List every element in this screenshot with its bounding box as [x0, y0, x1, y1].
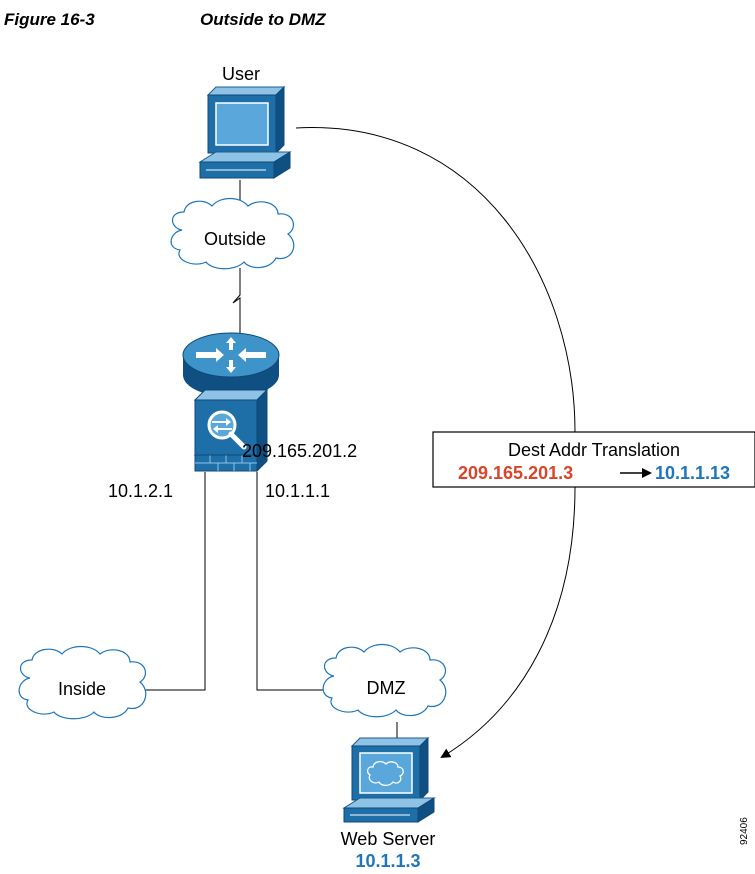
user-workstation-icon [198, 85, 292, 179]
translation-arrow-icon [620, 468, 652, 478]
outside-interface-ip: 209.165.201.2 [242, 441, 357, 461]
translation-box [432, 431, 755, 488]
web-server-ip: 10.1.1.3 [355, 851, 420, 871]
flow-arrow-user-to-translation [295, 127, 576, 433]
outside-cloud-icon [170, 197, 295, 270]
figure-number: Figure 16-3 [4, 10, 95, 29]
link-outside-router [232, 268, 241, 335]
outside-cloud-label: Outside [204, 229, 266, 249]
inside-cloud-label: Inside [58, 679, 106, 699]
web-server-icon [342, 736, 436, 823]
inside-cloud-icon [18, 645, 147, 720]
router-icon [182, 332, 280, 397]
web-server-label: Web Server [341, 829, 436, 849]
figure-title: Outside to DMZ [200, 10, 326, 29]
translation-from-ip: 209.165.201.3 [458, 463, 573, 483]
dmz-interface-ip: 10.1.1.1 [265, 481, 330, 501]
figure-caption: Figure 16-3 Outside to DMZ [4, 10, 326, 30]
flow-arrow-translation-to-server [440, 486, 576, 759]
inside-interface-ip: 10.1.2.1 [108, 481, 173, 501]
translation-title: Dest Addr Translation [508, 440, 680, 460]
dmz-cloud-label: DMZ [367, 678, 406, 698]
firewall-icon [193, 388, 269, 473]
user-label: User [222, 64, 260, 84]
figure-side-id: 92406 [739, 817, 750, 845]
dmz-cloud-icon [322, 643, 447, 718]
translation-to-ip: 10.1.1.13 [655, 463, 730, 483]
